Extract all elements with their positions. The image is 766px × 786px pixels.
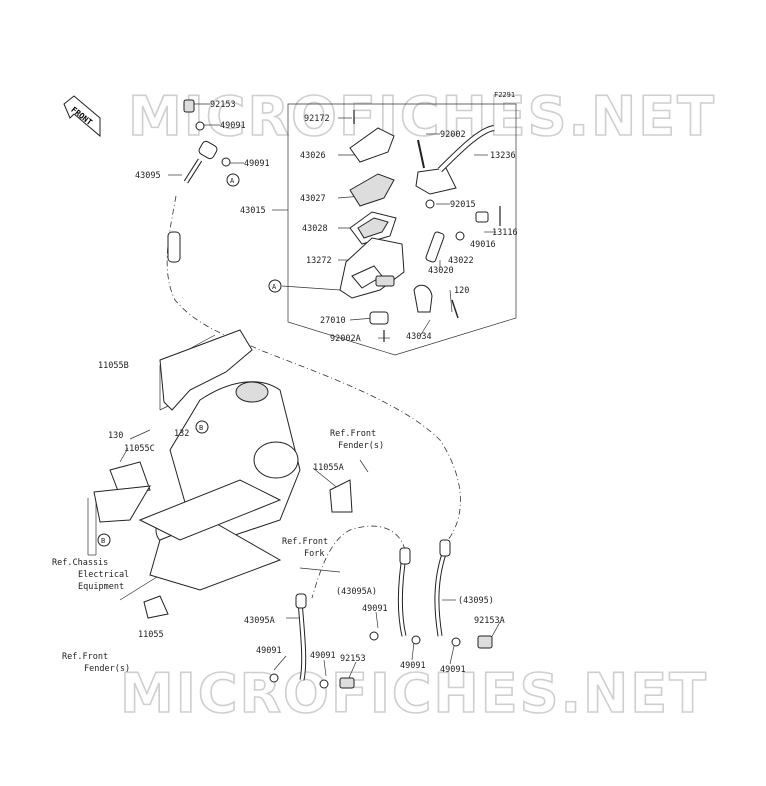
- ref-front-fender-2b: Fender(s): [84, 664, 130, 674]
- master-cylinder-body: [339, 237, 405, 299]
- label-43028: 43028: [302, 224, 328, 234]
- ref-front-fork-a: Ref.Front: [282, 537, 328, 547]
- label-49091-g: 49091: [440, 665, 466, 675]
- brake-lever: [415, 125, 495, 209]
- label-43020: 43020: [428, 266, 454, 276]
- brake-hose-lower-mid: [369, 547, 421, 645]
- label-43095-a: 43095: [135, 171, 161, 181]
- label-43027: 43027: [300, 194, 326, 204]
- diaphragm-plate: [349, 173, 395, 207]
- fork-assembly: [93, 329, 353, 619]
- label-49091-e: 49091: [310, 651, 336, 661]
- label-11055A: 11055A: [313, 463, 344, 473]
- ref-chassis-a: Ref.Chassis: [52, 558, 108, 568]
- label-132: 132: [174, 429, 189, 439]
- piston-kit: [425, 206, 501, 263]
- clamp-27010: [369, 311, 389, 342]
- label-92153-bot: 92153: [340, 654, 366, 664]
- callout-b-bracket: [97, 533, 111, 547]
- ref-front-fender-2a: Ref.Front: [62, 652, 108, 662]
- label-11055: 11055: [138, 630, 164, 640]
- callout-a-mid: [268, 279, 282, 293]
- callout-a-top-label: A: [230, 177, 235, 185]
- reservoir-cap: [349, 110, 395, 163]
- ref-front-fender-1a: Ref.Front: [330, 429, 376, 439]
- label-120: 120: [454, 286, 469, 296]
- master-cylinder-group-outline: [287, 103, 517, 356]
- label-43034: 43034: [406, 332, 432, 342]
- label-43015: 43015: [240, 206, 266, 216]
- callout-a-mid-label: A: [272, 283, 277, 291]
- label-13272: 13272: [306, 256, 332, 266]
- part-labels: 92153 49091 49091 43095 92172 43026 4302…: [52, 100, 518, 675]
- label-92015: 92015: [450, 200, 476, 210]
- label-43022: 43022: [448, 256, 474, 266]
- label-43095-paren: (43095): [458, 596, 494, 606]
- brake-hose-upper: [167, 99, 231, 263]
- label-49091-c: 49091: [362, 604, 388, 614]
- label-49016: 49016: [470, 240, 496, 250]
- watermark-bottom: MICROFICHES.NET: [120, 662, 708, 725]
- brake-line-route-2: [311, 525, 406, 599]
- ref-chassis-b: Electrical: [78, 570, 129, 580]
- front-arrow-icon: FRONT: [63, 95, 101, 138]
- label-49091-d: 49091: [256, 646, 282, 656]
- brake-line-route: [166, 195, 461, 541]
- label-27010: 27010: [320, 316, 346, 326]
- watermark-top: MICROFICHES.NET: [128, 85, 716, 148]
- callout-b-fork: [195, 420, 209, 434]
- label-11055B: 11055B: [98, 361, 129, 371]
- label-130: 130: [108, 431, 123, 441]
- label-11055C: 11055C: [124, 444, 155, 454]
- label-92002A: 92002A: [330, 334, 361, 344]
- label-92172: 92172: [304, 114, 330, 124]
- callout-b-fork-label: B: [199, 424, 203, 432]
- brake-hose-lower-left: [269, 593, 355, 689]
- label-92153-top: 92153: [210, 100, 236, 110]
- ref-chassis-c: Equipment: [78, 582, 124, 592]
- diagram-id: F2291: [494, 91, 515, 99]
- holder-43034: [413, 284, 459, 319]
- ref-front-fender-1b: Fender(s): [338, 441, 384, 451]
- label-43095A-paren: (43095A): [336, 587, 377, 597]
- label-92002: 92002: [440, 130, 466, 140]
- label-43095A: 43095A: [244, 616, 275, 626]
- callout-a-top: [226, 173, 240, 187]
- label-13116: 13116: [492, 228, 518, 238]
- label-49091-f: 49091: [400, 661, 426, 671]
- diaphragm: [349, 211, 397, 245]
- label-92153A: 92153A: [474, 616, 505, 626]
- label-49091-b: 49091: [244, 159, 270, 169]
- ref-front-fork-b: Fork: [304, 549, 324, 559]
- label-13236: 13236: [490, 151, 516, 161]
- callout-b-bracket-label: B: [101, 537, 105, 545]
- label-49091-a: 49091: [220, 121, 246, 131]
- brake-hose-lower-right: [434, 539, 493, 649]
- label-43026: 43026: [300, 151, 326, 161]
- leader-lines: [87, 103, 501, 681]
